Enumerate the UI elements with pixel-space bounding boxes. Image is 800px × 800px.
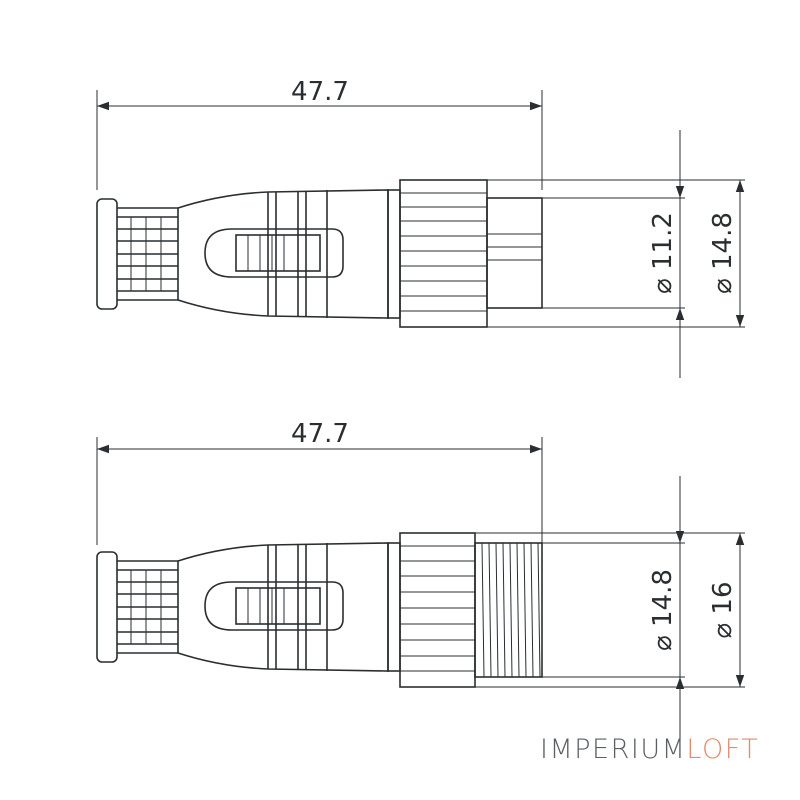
- bottom-connector-drawing: [96, 532, 543, 688]
- bottom-length-label: 47.7: [291, 419, 349, 449]
- brand-logo: IMPERIUMLOFT: [540, 734, 759, 765]
- bottom-outer-diameter-label: ⌀ 16: [708, 581, 738, 638]
- logo-text-loft: LOFT: [686, 734, 760, 765]
- top-length-label: 47.7: [291, 77, 349, 107]
- top-inner-diameter-label: ⌀ 11.2: [648, 212, 678, 294]
- top-connector-drawing: [96, 179, 543, 328]
- logo-text-imperium: IMPERIUM: [540, 734, 687, 765]
- top-dimension-lines: [96, 90, 745, 378]
- bottom-inner-diameter-label: ⌀ 14.8: [648, 569, 678, 651]
- bottom-dimension-lines: [96, 437, 745, 740]
- top-outer-diameter-label: ⌀ 14.8: [708, 212, 738, 294]
